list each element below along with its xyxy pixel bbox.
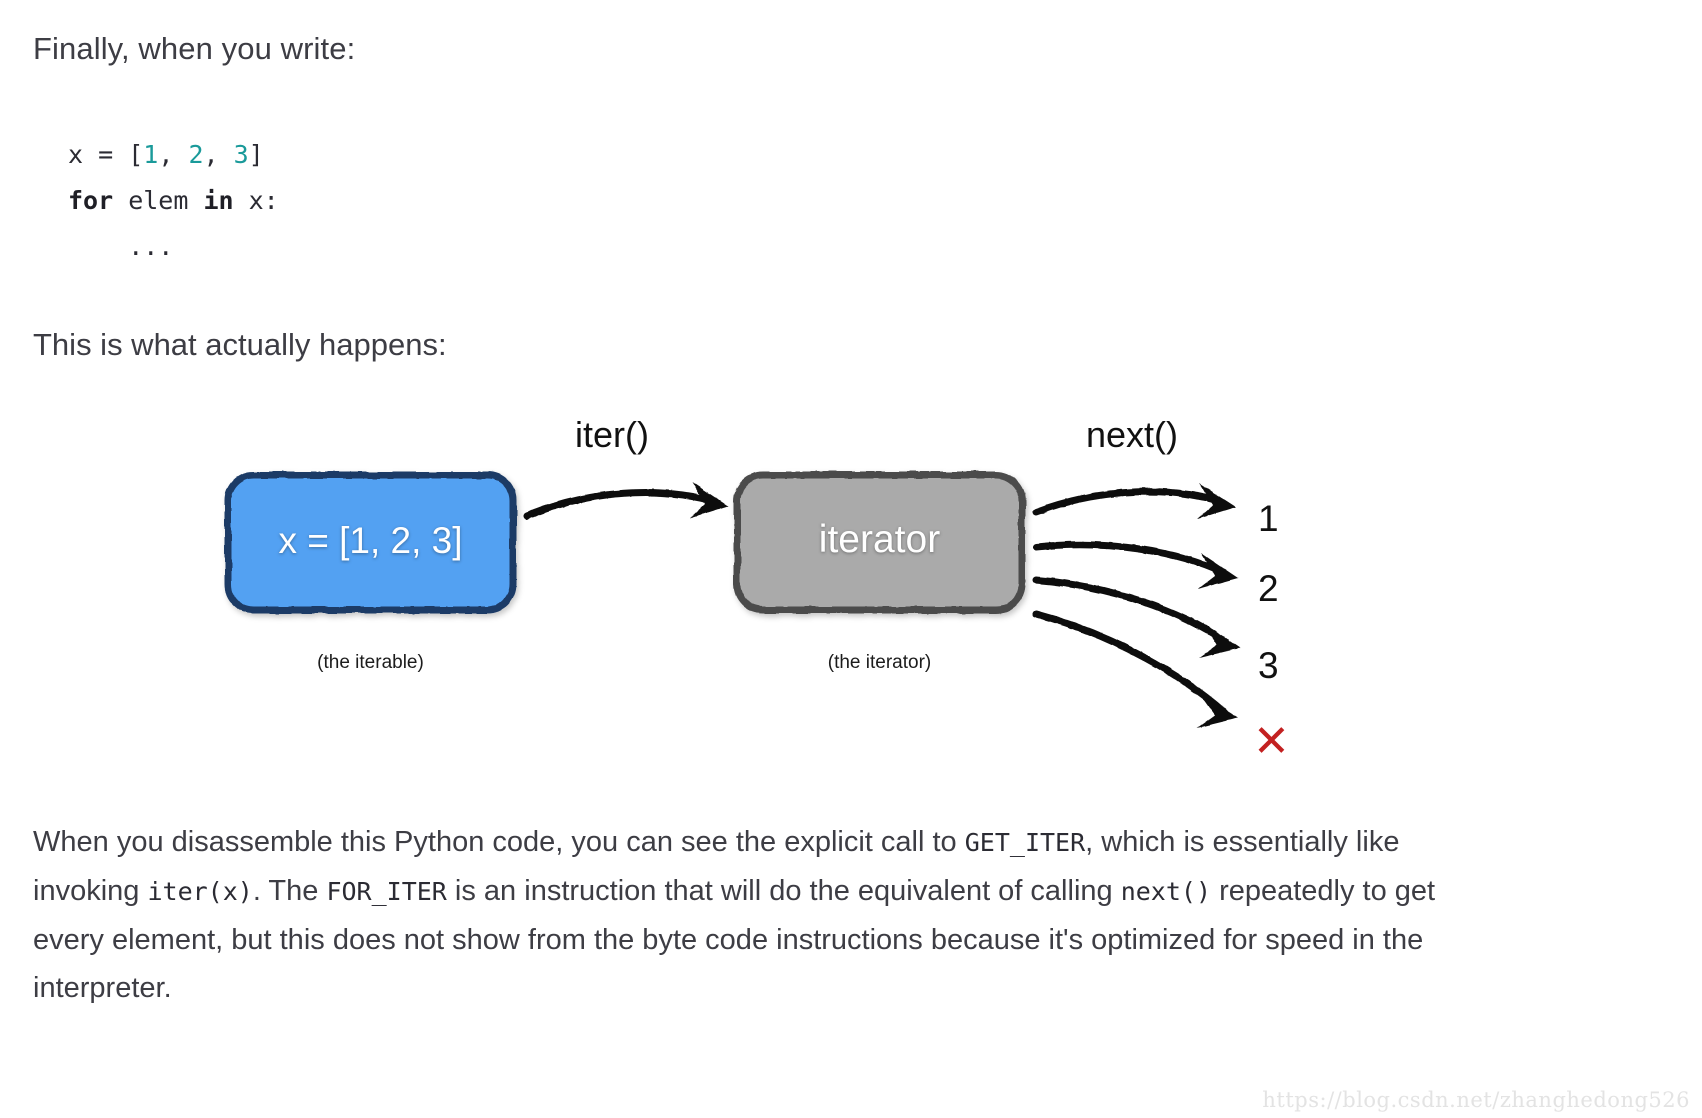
code-token: elem: [113, 186, 204, 215]
inline-code-get-iter: GET_ITER: [964, 828, 1086, 857]
iterator-box-shape: [733, 471, 1026, 614]
next-call-label: next(): [1086, 414, 1179, 455]
explanation-paragraph: When you disassemble this Python code, y…: [33, 818, 1503, 1012]
code-block: x = [1, 2, 3]for elem in x: ...: [68, 132, 279, 270]
code-token: ...: [68, 232, 174, 261]
iterator-box-label: iterator: [818, 518, 941, 561]
code-token: 1: [143, 140, 159, 169]
iterator-caption: (the iterator): [827, 652, 932, 673]
paragraph-part-1: When you disassemble this Python code, y…: [33, 826, 965, 858]
iterable-caption: (the iterable): [317, 652, 424, 673]
emitted-value-1: 1: [1258, 498, 1279, 539]
paragraph-part-4: is an instruction that will do the equiv…: [446, 875, 1121, 907]
paragraph-part-2: , which is essentially like invoking: [33, 826, 1400, 907]
code-token: 3: [233, 140, 249, 169]
iterable-box-shape: [224, 471, 517, 614]
iterator-diagram: [0, 390, 1702, 810]
code-token: ,: [203, 140, 234, 169]
inline-code-iter-x: iter(x): [147, 877, 253, 906]
code-token: x:: [233, 186, 279, 215]
code-token: in: [203, 186, 234, 215]
emitted-value-2: 2: [1258, 568, 1279, 609]
code-line: for elem in x:: [68, 178, 279, 224]
paragraph-part-5: repeatedly to get every element, but thi…: [33, 875, 1436, 1004]
iter-arrow: [523, 482, 728, 520]
iterator-box: [733, 471, 1026, 614]
code-token: x = [: [68, 140, 144, 169]
happens-text: This is what actually happens:: [33, 327, 447, 362]
stop-iteration-x-icon: ✕: [1253, 717, 1290, 766]
code-token: 2: [188, 140, 204, 169]
iterable-box-label: x = [1, 2, 3]: [278, 520, 463, 561]
paragraph-part-3: . The: [252, 875, 327, 907]
inline-code-next: next(): [1120, 877, 1212, 906]
next-arrows: [1032, 483, 1240, 728]
iter-call-label: iter(): [575, 414, 649, 455]
code-token: for: [68, 186, 114, 215]
code-token: ]: [248, 140, 264, 169]
iterable-box: [224, 471, 517, 614]
code-line: ...: [68, 224, 279, 270]
code-line: x = [1, 2, 3]: [68, 132, 279, 178]
code-token: ,: [158, 140, 189, 169]
emitted-value-3: 3: [1258, 645, 1279, 686]
inline-code-for-iter: FOR_ITER: [326, 877, 447, 906]
intro-text: Finally, when you write:: [33, 31, 356, 66]
source-watermark: https://blog.csdn.net/zhanghedong526: [1262, 1088, 1690, 1112]
